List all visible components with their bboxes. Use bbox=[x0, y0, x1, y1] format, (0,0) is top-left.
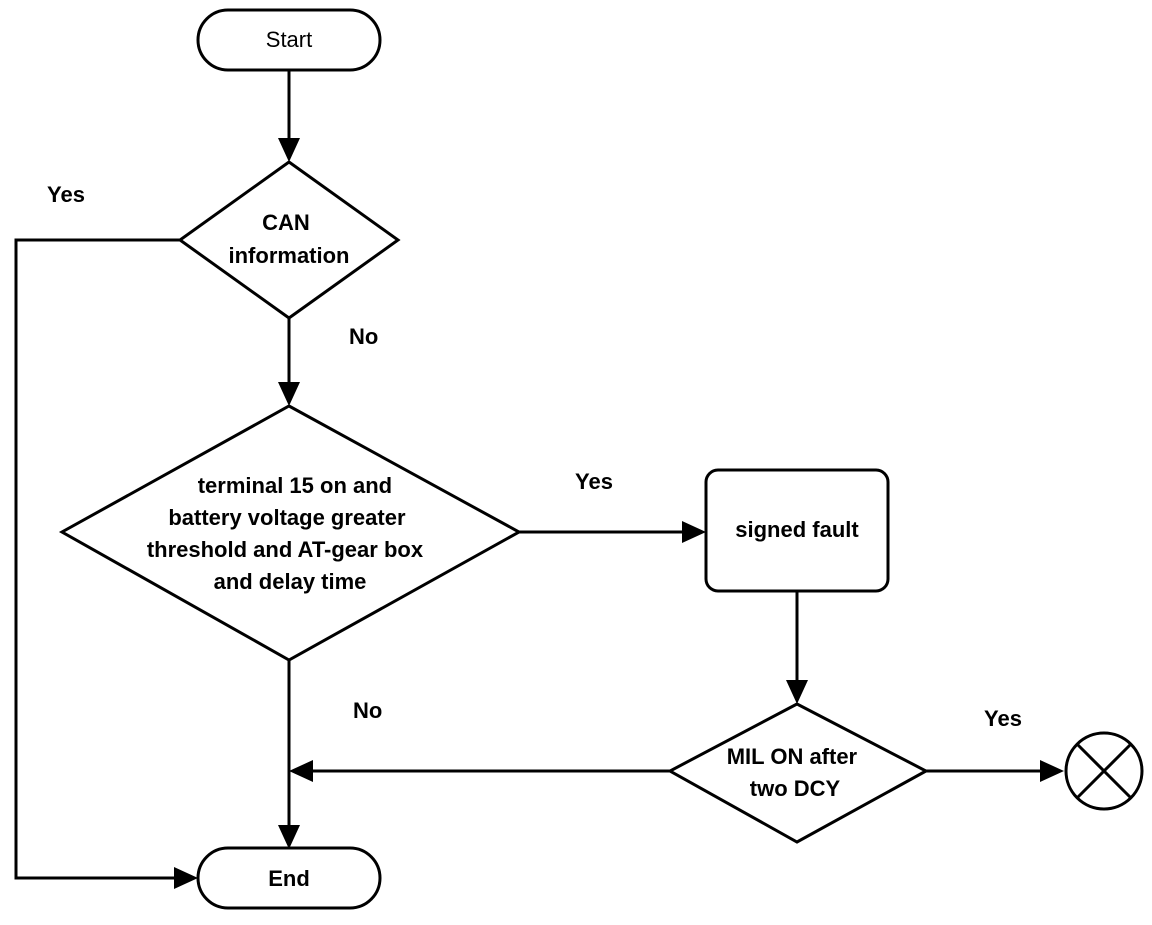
signed-fault-label: signed fault bbox=[735, 517, 859, 542]
can-information-decision bbox=[177, 160, 401, 320]
arrowhead-condition-to-end bbox=[278, 825, 300, 849]
end-label: End bbox=[268, 866, 310, 891]
condition-no-label: No bbox=[353, 698, 382, 723]
end-node bbox=[196, 846, 382, 910]
terminal-condition-decision bbox=[58, 404, 523, 662]
arrowhead-can-to-condition bbox=[278, 382, 300, 406]
arrowhead-fault-to-mil bbox=[786, 680, 808, 704]
arrowhead-start-to-can bbox=[278, 138, 300, 162]
mil-yes-label: Yes bbox=[984, 706, 1022, 731]
terminal-condition-label: terminal 15 on and battery voltage great… bbox=[147, 473, 429, 594]
mil-on-label: MIL ON after two DCY bbox=[727, 744, 864, 801]
can-information-label: CAN information bbox=[229, 210, 350, 268]
x-circle-icon bbox=[1064, 731, 1144, 811]
can-yes-label: Yes bbox=[47, 182, 85, 207]
condition-yes-label: Yes bbox=[575, 469, 613, 494]
start-node bbox=[196, 8, 382, 72]
start-label: Start bbox=[266, 27, 312, 52]
arrowhead-can-to-end bbox=[174, 867, 198, 889]
arrowhead-mil-to-main bbox=[289, 760, 313, 782]
can-no-label: No bbox=[349, 324, 378, 349]
arrowhead-mil-to-terminator bbox=[1040, 760, 1064, 782]
edge-can-to-end bbox=[14, 238, 180, 880]
mil-on-decision bbox=[666, 702, 930, 844]
arrowhead-condition-to-fault bbox=[682, 521, 706, 543]
signed-fault-node bbox=[704, 468, 890, 593]
